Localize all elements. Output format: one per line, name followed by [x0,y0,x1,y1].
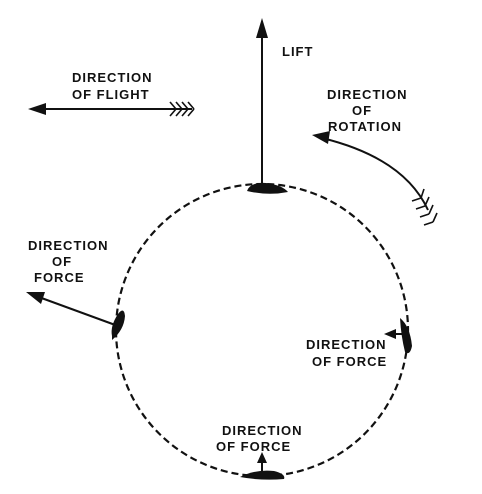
force-bottom-label-line1: DIRECTION [222,423,303,438]
force-left-label-line1: DIRECTION [28,238,109,253]
blade-bottom [240,470,285,480]
flight-label-line1: DIRECTION [72,70,153,85]
rotation-arrow [312,131,438,226]
force-right-label-line2: OF FORCE [312,354,387,369]
force-arrow-left [26,292,119,327]
force-bottom-label-line2: OF FORCE [216,439,291,454]
flight-arrow-fletching-icon [169,101,195,117]
rotation-label-line1: DIRECTION [327,87,408,102]
blade-left [111,310,125,340]
force-left-label-line3: FORCE [34,270,85,285]
force-right-label-line1: DIRECTION [306,337,387,352]
blade-right [400,318,412,354]
lift-label: LIFT [282,44,313,59]
flight-arrow [28,101,195,117]
blade-top [247,182,288,194]
lift-arrow [256,18,268,188]
force-left-label-line2: OF [52,254,72,269]
rotation-label-line2: OF [352,103,372,118]
rotation-arrow-fletching-icon [411,188,438,226]
rotation-label-line3: ROTATION [328,119,402,134]
flight-label-line2: OF FLIGHT [72,87,150,102]
force-arrow-bottom [257,452,267,473]
force-arrow-right [384,329,404,339]
